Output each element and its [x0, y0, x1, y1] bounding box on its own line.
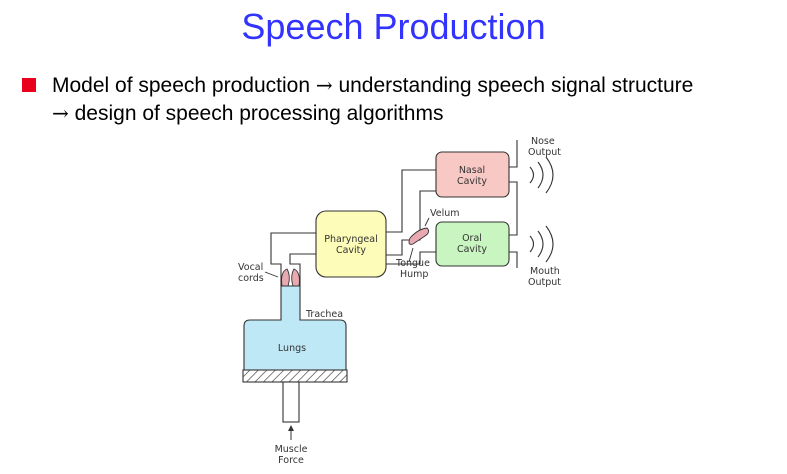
arrow-icon: → — [315, 73, 333, 97]
label-nose-output-2: Output — [528, 147, 561, 158]
bullet-text-1a: Model of speech production — [52, 74, 310, 97]
oral-cavity — [435, 221, 510, 267]
nose-sound-waves — [529, 156, 554, 194]
label-nose-output-1: Nose — [531, 136, 555, 147]
label-muscle-2: Force — [278, 455, 304, 466]
label-nasal-2: Cavity — [457, 176, 487, 187]
label-muscle-1: Muscle — [275, 444, 308, 455]
nose-output-wall-bottom — [509, 181, 518, 236]
tongue-hump-pointer — [408, 247, 414, 263]
label-nasal-1: Nasal — [459, 165, 485, 176]
label-trachea: Trachea — [305, 309, 343, 320]
oral-connector — [386, 251, 436, 265]
vocal-cord-left — [281, 268, 290, 287]
bullet-text-1b: understanding speech signal structure — [338, 74, 694, 97]
vocal-cords-pointer — [264, 271, 279, 278]
nose-output-wall-top — [509, 140, 518, 168]
label-tongue-2: Hump — [400, 269, 428, 280]
label-pharyngeal-1: Pharyngeal — [324, 234, 377, 245]
label-vocal-1: Vocal — [238, 262, 263, 273]
label-mouth-output-1: Mouth — [530, 266, 560, 277]
pharyngeal-cavity — [315, 210, 387, 278]
bullet-text-2: design of speech processing algorithms — [74, 102, 444, 125]
mouth-output-wall — [509, 251, 518, 268]
bullet-line-1: Model of speech production → understandi… — [52, 73, 693, 98]
slide-title: Speech Production — [241, 6, 546, 47]
label-tongue-1: Tongue — [395, 258, 430, 269]
piston-rod — [282, 381, 300, 423]
label-velum: Velum — [430, 208, 460, 219]
label-mouth-output-2: Output — [528, 277, 561, 288]
velum — [408, 227, 430, 245]
label-lungs: Lungs — [278, 343, 306, 354]
nasal-cavity — [435, 151, 510, 198]
tract-left-wall — [270, 232, 316, 286]
label-oral-2: Cavity — [457, 244, 487, 255]
lungs-trachea-shape — [243, 285, 347, 371]
nasal-connector-inner — [386, 190, 436, 256]
label-oral-1: Oral — [462, 233, 482, 244]
tract-right-wall — [289, 253, 316, 286]
vocal-cord-right — [291, 268, 300, 287]
bullet-marker — [22, 78, 36, 92]
diaphragm-bar — [242, 369, 348, 383]
velum-pointer — [424, 217, 430, 227]
bullet-line-2: → design of speech processing algorithms — [52, 101, 443, 126]
label-pharyngeal-2: Cavity — [336, 245, 366, 256]
nasal-connector — [386, 169, 436, 233]
mouth-sound-waves — [529, 225, 554, 263]
label-vocal-2: cords — [238, 273, 264, 284]
arrow-icon: → — [52, 101, 69, 125]
